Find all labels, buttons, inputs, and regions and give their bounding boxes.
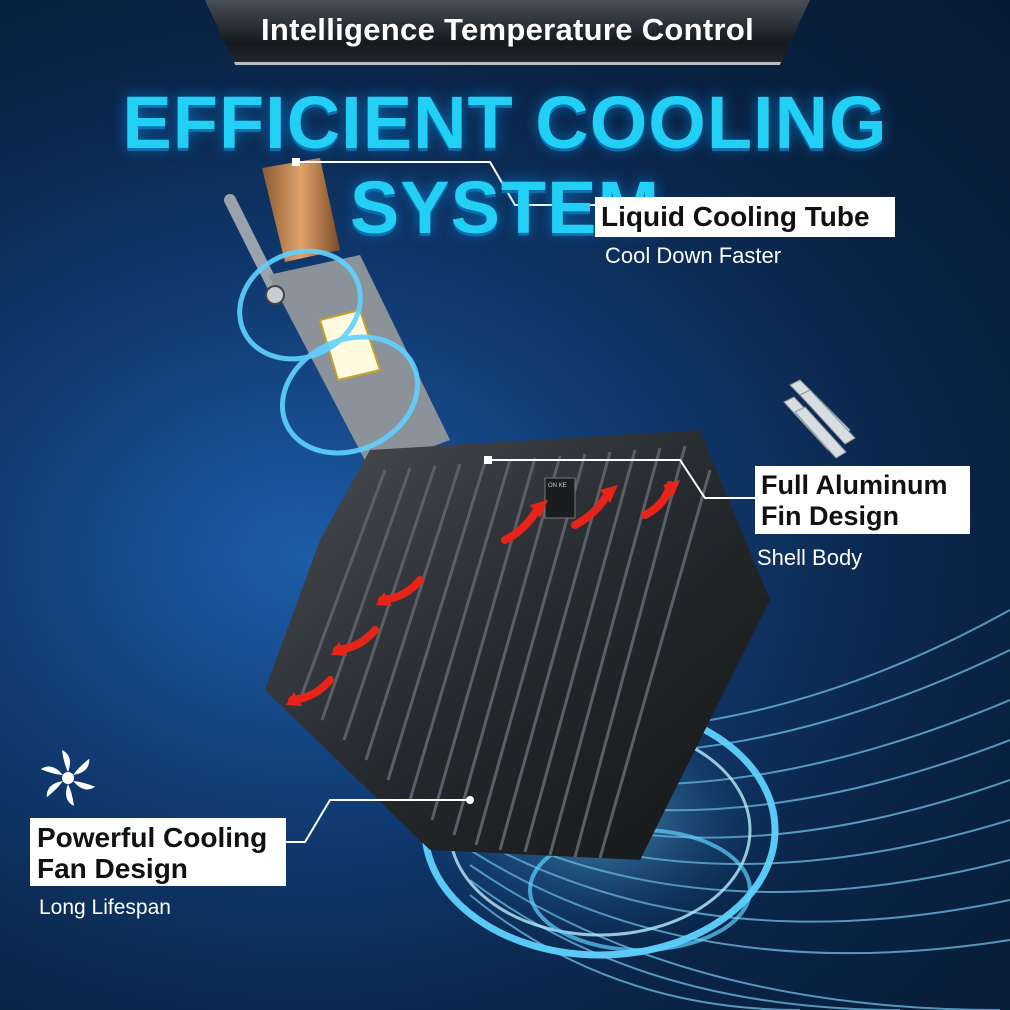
fin-callout-line1: Full Aluminum [761,470,948,500]
aluminum-rods-icon [783,379,856,459]
fin-callout-line2: Fin Design [761,501,900,531]
fin-callout-title: Full Aluminum Fin Design [755,466,970,534]
fan-callout-title: Powerful Cooling Fan Design [30,818,286,886]
aluminum-fin-heatsink: ON KE [265,430,770,860]
fan-callout-line2: Fan Design [37,853,188,884]
tube-callout-subtitle: Cool Down Faster [605,243,782,268]
fan-callout-line1: Powerful Cooling [37,822,268,853]
banner-pill [205,0,810,65]
svg-text:ON KE: ON KE [548,483,567,489]
fin-callout-subtitle: Shell Body [757,545,863,570]
blade-glow-rings [237,248,421,456]
dip-switch [544,477,576,519]
fan-callout-subtitle: Long Lifespan [39,896,171,919]
callout-leader-lines [285,161,755,843]
tube-callout-title-text: Liquid Cooling Tube [601,201,870,232]
fan-icon [40,750,96,806]
tube-callout-title: Liquid Cooling Tube [595,197,895,237]
banner-title: Intelligence Temperature Control [260,12,755,47]
